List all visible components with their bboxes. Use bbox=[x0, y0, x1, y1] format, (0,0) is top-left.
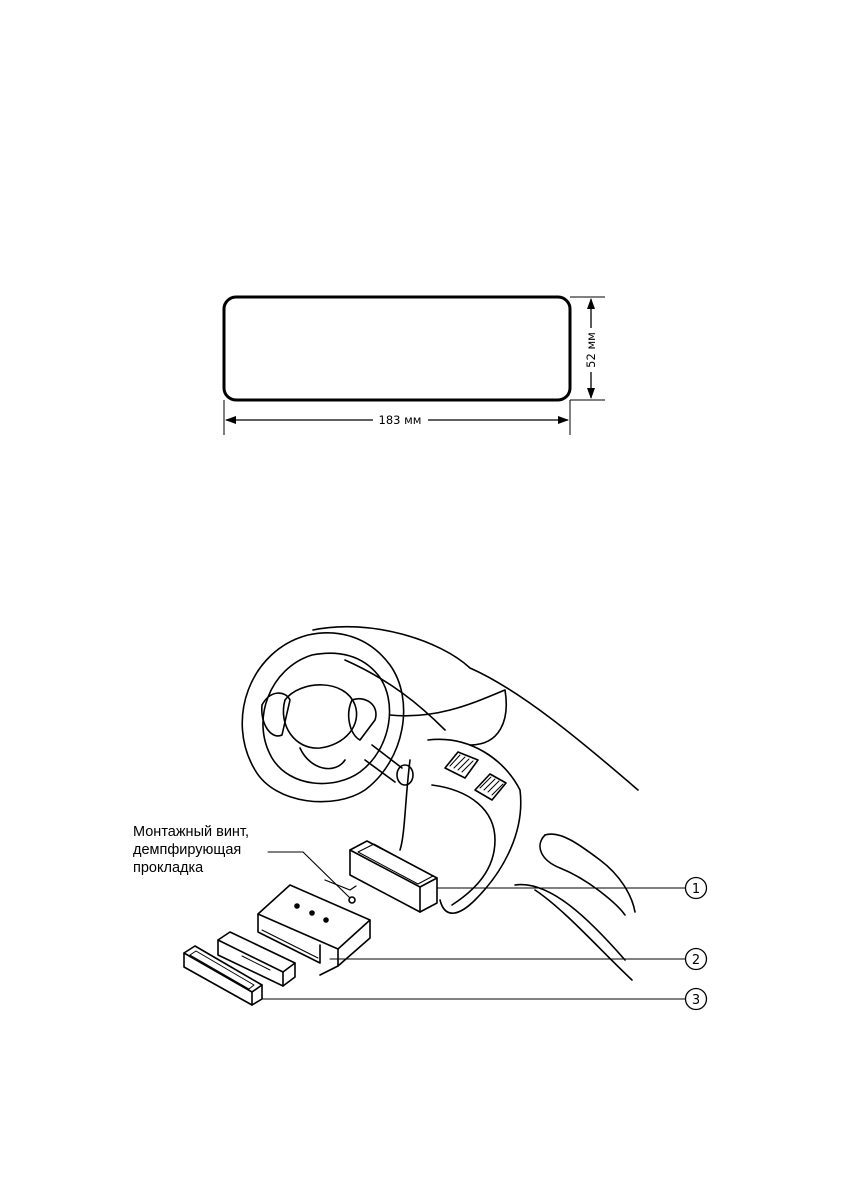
dimension-diagram: 183 мм 52 мм bbox=[224, 297, 605, 435]
installation-diagram bbox=[184, 627, 685, 1005]
steering-spoke-bottom bbox=[300, 748, 345, 769]
height-arrow-top bbox=[587, 298, 595, 309]
mounting-sleeve bbox=[350, 841, 437, 912]
air-vent-right bbox=[475, 774, 506, 800]
steering-column-end bbox=[397, 765, 413, 785]
callout-number-1: 1 bbox=[692, 882, 700, 897]
height-arrow-bottom bbox=[587, 388, 595, 399]
screw-label-line-2: демпфирующая bbox=[133, 841, 313, 859]
callout-2: 2 bbox=[686, 949, 707, 970]
callout-number-3: 3 bbox=[692, 993, 700, 1008]
width-label: 183 мм bbox=[379, 413, 422, 427]
callout-1: 1 bbox=[686, 878, 707, 899]
radio-opening-outline bbox=[224, 297, 570, 400]
door-line-lower-2 bbox=[535, 890, 632, 980]
height-label: 52 мм bbox=[584, 332, 598, 368]
steering-wheel bbox=[242, 633, 403, 802]
center-console-inner bbox=[432, 785, 495, 905]
door-panel-upper bbox=[545, 834, 635, 912]
callout-3: 3 bbox=[686, 989, 707, 1010]
trim-frame bbox=[184, 946, 262, 1005]
dashboard-lower-left bbox=[400, 760, 410, 850]
dashboard-top-line bbox=[313, 627, 638, 790]
dashboard-contour bbox=[390, 690, 506, 745]
screw-label: Монтажный винт, демпфирующая прокладка bbox=[133, 823, 313, 877]
air-vent-left bbox=[445, 752, 478, 778]
dashboard-inner-line bbox=[345, 660, 445, 730]
width-arrow-right bbox=[558, 416, 569, 424]
door-line-lower-1 bbox=[515, 885, 625, 960]
callout-number-2: 2 bbox=[692, 953, 700, 968]
steering-spoke-right bbox=[349, 699, 376, 740]
screw-label-line-3: прокладка bbox=[133, 859, 313, 877]
screw-label-line-1: Монтажный винт, bbox=[133, 823, 313, 841]
steering-hub bbox=[283, 685, 356, 748]
width-arrow-left bbox=[225, 416, 236, 424]
radio-chassis bbox=[258, 880, 370, 975]
